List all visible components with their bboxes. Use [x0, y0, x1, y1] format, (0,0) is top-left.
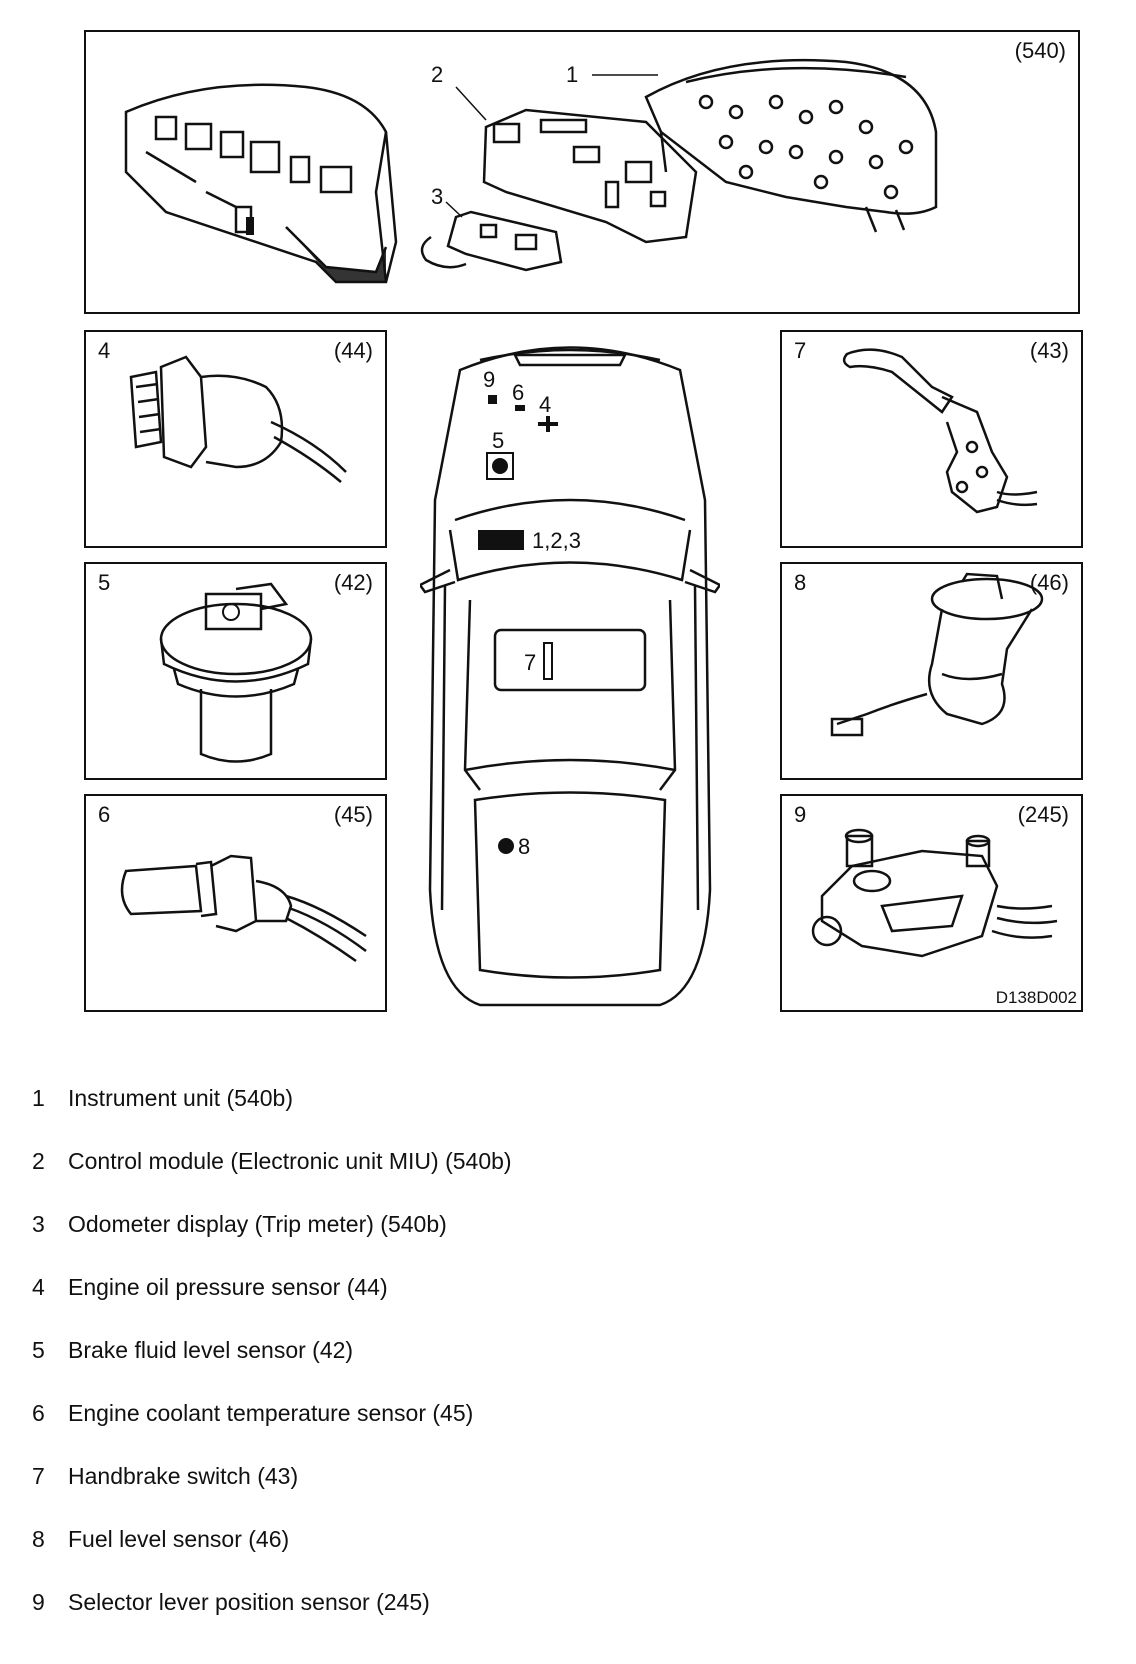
car-outline — [420, 346, 720, 1007]
panel-number: 6 — [98, 802, 111, 827]
marker-1-2-3 — [478, 530, 524, 550]
fuel-level-sensor-drawing — [830, 572, 1044, 737]
car-label-6: 6 — [512, 380, 524, 405]
marker-9 — [488, 395, 497, 404]
legend-text: Brake fluid level sensor (42) — [68, 1337, 354, 1363]
car-label-7: 7 — [524, 650, 536, 675]
component-legend: 1 Instrument unit (540b) 2 Control module … — [32, 1085, 1032, 1652]
car-label-8: 8 — [518, 834, 530, 859]
legend-text: Fuel level sensor (46) — [68, 1526, 290, 1552]
marker-6 — [515, 405, 525, 411]
legend-number: 4 — [32, 1274, 45, 1300]
selector-lever-sensor-drawing — [811, 828, 1058, 958]
panel-code: (540) — [1014, 38, 1066, 63]
car-label-9: 9 — [483, 367, 495, 392]
panel-code: (45) — [333, 802, 373, 827]
car-label-5: 5 — [492, 428, 504, 453]
car-label-1-2-3: 1,2,3 — [532, 528, 581, 553]
marker-5-box — [486, 452, 514, 480]
legend-text: Engine oil pressure sensor (44) — [68, 1274, 388, 1300]
panel-code: (43) — [1029, 338, 1069, 363]
legend-item: 3 Odometer display (Trip meter) (540b) — [32, 1211, 1032, 1274]
callout-3: 3 — [431, 184, 443, 209]
brake-fluid-sensor-panel: 5 (42) — [84, 562, 387, 780]
legend-number: 8 — [32, 1526, 45, 1552]
marker-7 — [543, 642, 553, 680]
legend-item: 7 Handbrake switch (43) — [32, 1463, 1032, 1526]
legend-number: 9 — [32, 1589, 45, 1615]
instrument-rear-cover — [124, 83, 398, 284]
legend-number: 6 — [32, 1400, 45, 1426]
legend-item: 2 Control module (Electronic unit MIU) (5… — [32, 1148, 1032, 1211]
brake-fluid-sensor-drawing — [159, 582, 313, 763]
instrument-rear-shading — [246, 217, 386, 282]
legend-item: 6 Engine coolant temperature sensor (45) — [32, 1400, 1032, 1463]
marker-5 — [492, 458, 508, 474]
callout-2: 2 — [431, 62, 443, 87]
legend-item: 5 Brake fluid level sensor (42) — [32, 1337, 1032, 1400]
legend-item: 9 Selector lever position sensor (245) — [32, 1589, 1032, 1652]
drawing-id: D138D002 — [995, 988, 1077, 1007]
callout-leaders — [445, 74, 658, 218]
selector-lever-sensor-panel: 9 (245) D138D002 — [780, 794, 1083, 1012]
legend-item: 4 Engine oil pressure sensor (44) — [32, 1274, 1032, 1337]
marker-8 — [498, 838, 514, 854]
panel-number: 7 — [794, 338, 807, 363]
legend-text: Selector lever position sensor (245) — [68, 1589, 430, 1615]
legend-text: Instrument unit (540b) — [68, 1085, 294, 1111]
legend-text: Control module (Electronic unit MIU) (54… — [68, 1148, 512, 1174]
marker-4 — [538, 416, 558, 432]
panel-code: (44) — [333, 338, 373, 363]
legend-text: Engine coolant temperature sensor (45) — [68, 1400, 474, 1426]
legend-number: 1 — [32, 1085, 45, 1111]
control-module-board — [482, 108, 698, 244]
panel-number: 9 — [794, 802, 807, 827]
panel-code: (245) — [1017, 802, 1069, 827]
legend-number: 2 — [32, 1148, 45, 1174]
car-label-4: 4 — [539, 392, 551, 417]
legend-number: 5 — [32, 1337, 45, 1363]
legend-number: 3 — [32, 1211, 45, 1237]
car-top-view: 9 6 4 5 1,2,3 7 8 — [420, 346, 720, 1007]
instrument-unit-part — [644, 58, 938, 233]
instrument-unit-panel: (540) — [84, 30, 1080, 314]
legend-text: Odometer display (Trip meter) (540b) — [68, 1211, 447, 1237]
panel-number: 4 — [98, 338, 111, 363]
handbrake-switch-panel: 7 (43) — [780, 330, 1083, 548]
oil-pressure-sensor-drawing — [129, 355, 347, 483]
legend-number: 7 — [32, 1463, 45, 1489]
fuel-level-sensor-panel: 8 (46) — [780, 562, 1083, 780]
callout-1: 1 — [566, 62, 578, 87]
coolant-temp-sensor-drawing — [120, 854, 367, 963]
legend-item: 8 Fuel level sensor (46) — [32, 1526, 1032, 1589]
panel-code: (46) — [1029, 570, 1069, 595]
legend-item: 1 Instrument unit (540b) — [32, 1085, 1032, 1148]
legend-text: Handbrake switch (43) — [68, 1463, 299, 1489]
panel-number: 8 — [794, 570, 807, 595]
panel-number: 5 — [98, 570, 111, 595]
oil-pressure-sensor-panel: 4 (44) — [84, 330, 387, 548]
handbrake-switch-drawing — [842, 348, 1038, 514]
panel-code: (42) — [333, 570, 373, 595]
instrument-exploded-drawing: 1 2 3 — [124, 58, 938, 284]
odometer-display-part — [420, 210, 563, 272]
coolant-temp-sensor-panel: 6 (45) — [84, 794, 387, 1012]
